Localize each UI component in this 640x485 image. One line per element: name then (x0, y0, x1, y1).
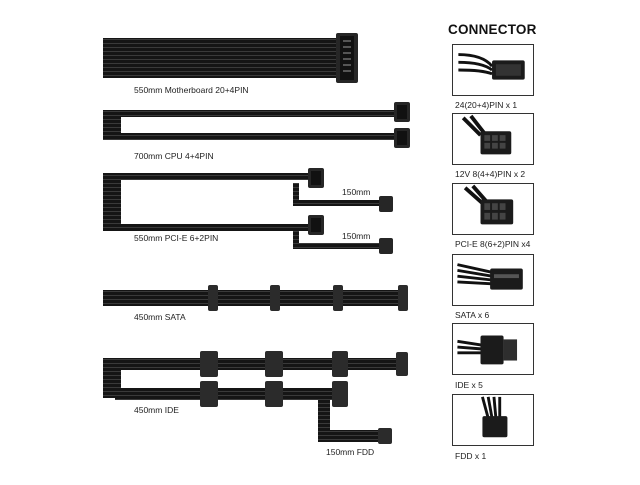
ide-cable (103, 351, 408, 444)
connector-label-pcie: PCI-E 8(6+2)PIN x4 (455, 239, 531, 249)
cpu-cable-label: 700mm CPU 4+4PIN (134, 151, 214, 161)
sata-cable-label: 450mm SATA (134, 312, 186, 322)
molex-ide-connector-icon (452, 323, 534, 375)
motherboard-cable (103, 33, 358, 83)
sata-cable (103, 285, 408, 311)
ide-cable-label: 450mm IDE (134, 405, 179, 415)
motherboard-cable-label: 550mm Motherboard 20+4PIN (134, 85, 249, 95)
cpu-8pin-connector-icon (452, 113, 534, 165)
cpu-cable (103, 102, 410, 148)
connector-label-cpu: 12V 8(4+4)PIN x 2 (455, 169, 526, 179)
pcie-branch-2-label: 150mm (342, 231, 371, 241)
pcie-cable (103, 168, 393, 254)
connector-panel-title: CONNECTOR (448, 22, 537, 37)
pcie-cable-label: 550mm PCI-E 6+2PIN (134, 233, 219, 243)
atx-24pin-connector-icon (452, 44, 534, 96)
connector-label-atx: 24(20+4)PIN x 1 (455, 100, 518, 110)
connector-label-fdd: FDD x 1 (455, 451, 487, 461)
pcie-branch-1-label: 150mm (342, 187, 371, 197)
pcie-8pin-connector-icon (452, 183, 534, 235)
fdd-cable-label: 150mm FDD (326, 447, 375, 457)
fdd-connector-icon (452, 394, 534, 446)
sata-connector-icon (452, 254, 534, 306)
connector-label-ide: IDE x 5 (455, 380, 483, 390)
connector-label-sata: SATA x 6 (455, 310, 490, 320)
